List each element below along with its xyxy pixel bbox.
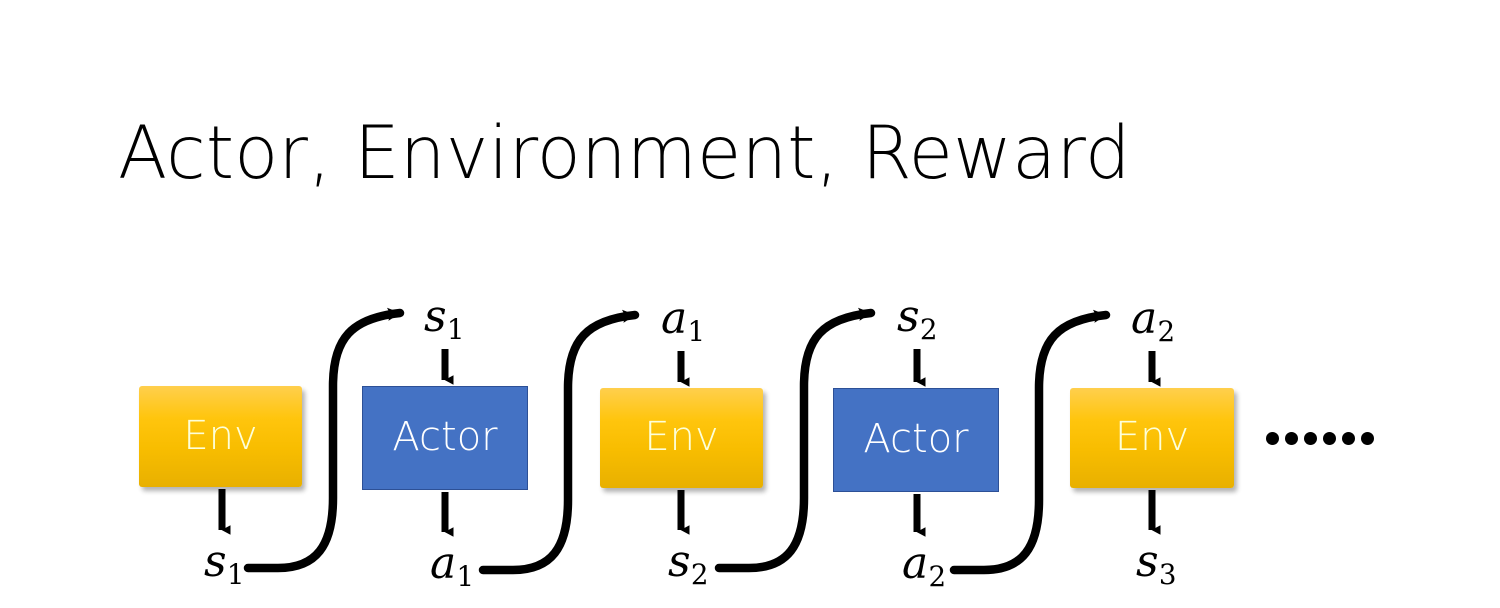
label-a1-bottom-symbol: a <box>430 538 457 589</box>
label-a1-top-symbol: a <box>661 293 688 344</box>
label-a2-top-subscript: 2 <box>1157 315 1176 349</box>
node-box-env-1[interactable]: Env <box>139 386 302 487</box>
curve-s2-feedback <box>714 307 876 573</box>
label-s1-top-symbol: s <box>424 291 447 342</box>
label-a2-bottom-symbol: a <box>902 538 929 589</box>
label-s1-bottom-symbol: s <box>204 536 227 587</box>
label-a2-top: a2 <box>1131 297 1175 346</box>
node-label-actor-1: Actor <box>392 414 498 460</box>
ellipsis-dot <box>1323 432 1336 445</box>
ellipsis-dot <box>1342 432 1355 445</box>
label-s2-top-symbol: s <box>897 291 920 342</box>
label-a1-bottom: a1 <box>430 542 474 591</box>
label-s2-top: s2 <box>897 295 938 344</box>
label-s1-bottom: s1 <box>204 540 245 589</box>
ellipsis-dot <box>1304 432 1317 445</box>
label-s3-bottom-subscript: 3 <box>1158 558 1177 592</box>
node-box-actor-2[interactable]: Actor <box>833 388 999 492</box>
label-s2-bottom-subscript: 2 <box>690 558 709 592</box>
node-box-env-3[interactable]: Env <box>1070 388 1234 488</box>
page-title: Actor, Environment, Reward <box>118 111 1131 196</box>
label-a1-bottom-subscript: 1 <box>456 560 475 594</box>
ellipsis-dot <box>1285 432 1298 445</box>
node-label-env-1: Env <box>183 412 258 459</box>
label-s2-bottom: s2 <box>668 540 709 589</box>
label-s2-bottom-symbol: s <box>668 536 691 587</box>
ellipsis-dot <box>1266 432 1279 445</box>
label-s2-top-subscript: 2 <box>919 313 938 347</box>
label-a2-bottom: a2 <box>902 542 946 591</box>
node-label-env-3: Env <box>1114 414 1190 460</box>
label-s3-bottom-symbol: s <box>1136 536 1159 587</box>
node-label-actor-2: Actor <box>863 416 969 462</box>
node-box-actor-1[interactable]: Actor <box>362 386 528 490</box>
label-s1-top-subscript: 1 <box>446 313 465 347</box>
label-a1-top: a1 <box>661 297 705 346</box>
label-a2-bottom-subscript: 2 <box>928 560 947 594</box>
curve-s1-feedback <box>243 307 405 573</box>
curve-a2-feedback <box>949 309 1111 575</box>
label-s1-top: s1 <box>424 295 465 344</box>
label-a2-top-symbol: a <box>1131 293 1158 344</box>
curve-a1-feedback <box>478 309 640 575</box>
node-label-env-2: Env <box>644 414 719 460</box>
node-box-env-2[interactable]: Env <box>600 388 763 488</box>
label-s3-bottom: s3 <box>1136 540 1177 589</box>
ellipsis-continuation <box>1266 432 1374 445</box>
ellipsis-dot <box>1361 432 1374 445</box>
label-a1-top-subscript: 1 <box>687 315 706 349</box>
label-s1-bottom-subscript: 1 <box>226 558 245 592</box>
